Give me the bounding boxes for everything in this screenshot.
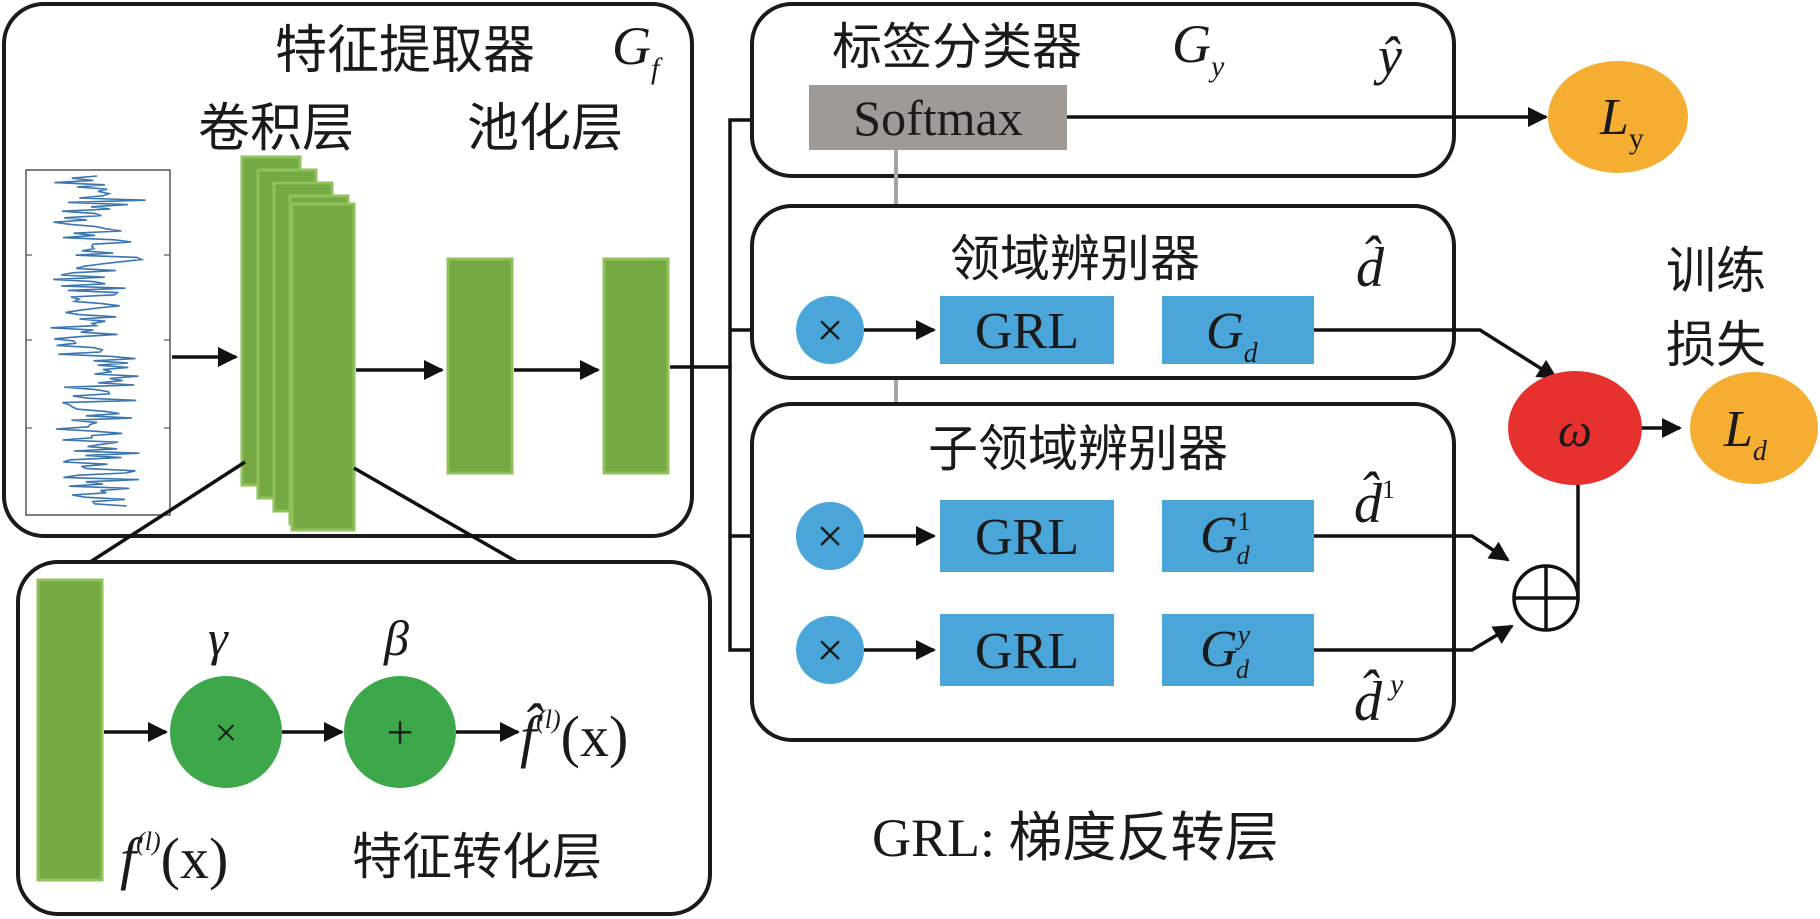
softmax-label: Softmax bbox=[853, 90, 1022, 146]
feature-map-block bbox=[36, 578, 104, 882]
gdy-block bbox=[1162, 614, 1314, 686]
multiply-symbol: × bbox=[816, 624, 843, 677]
multiply-node-subdomain-1 bbox=[796, 502, 864, 570]
conv-layer-stack bbox=[240, 155, 356, 532]
input-feature-label: f(l)(x) bbox=[120, 826, 228, 891]
pool-block-2 bbox=[602, 257, 670, 475]
feature-extractor-symbol: Gf bbox=[612, 16, 663, 85]
class-loss-label: Ly bbox=[1599, 89, 1644, 155]
shift-circle bbox=[344, 676, 456, 788]
grl-block-sub1 bbox=[940, 500, 1114, 572]
zoom-line-right bbox=[353, 466, 525, 568]
training-loss-title-line1: 训练 bbox=[1666, 242, 1766, 300]
softmax-block bbox=[809, 85, 1067, 150]
label-classifier-title: 标签分类器 bbox=[832, 18, 1082, 76]
gd-label: Gd bbox=[1206, 303, 1259, 369]
domain-loss-label: Ld bbox=[1723, 401, 1768, 467]
feature-transform-title: 特征转化层 bbox=[352, 828, 602, 886]
input-signal-plot bbox=[25, 169, 171, 516]
training-loss-title-line2: 损失 bbox=[1666, 316, 1766, 374]
multiply-symbol: × bbox=[816, 510, 843, 563]
grl-label: GRL bbox=[975, 623, 1079, 680]
grl-legend: GRL: 梯度反转层 bbox=[872, 808, 1279, 868]
multiply-node-subdomain-y bbox=[796, 616, 864, 684]
vibration-signal-line bbox=[50, 175, 146, 507]
pool-layer-label: 池化层 bbox=[467, 99, 623, 159]
omega-weighting-node bbox=[1508, 371, 1642, 485]
conv-feature-map bbox=[290, 202, 356, 532]
domain-loss-node bbox=[1690, 372, 1818, 484]
zoom-line-left bbox=[83, 460, 246, 568]
subdomain-discriminator-title: 子领域辨别器 bbox=[928, 420, 1228, 478]
times-symbol: × bbox=[215, 710, 238, 755]
loss-merge-lines bbox=[1314, 328, 1682, 652]
scale-circle bbox=[170, 676, 282, 788]
class-loss-node bbox=[1548, 61, 1688, 173]
beta-label: β bbox=[383, 610, 409, 666]
class-prediction-label: ŷ bbox=[1373, 26, 1402, 86]
conv-layer-label: 卷积层 bbox=[198, 99, 354, 159]
multiply-symbol: × bbox=[816, 304, 843, 357]
grl-label: GRL bbox=[975, 509, 1079, 566]
pool-block-1 bbox=[446, 257, 514, 475]
domain-discriminator-title: 领域辨别器 bbox=[950, 230, 1200, 288]
omega-label: ω bbox=[1558, 404, 1592, 457]
plus-symbol: + bbox=[386, 706, 413, 759]
subdomain-prediction-y-label: d̂y bbox=[1354, 668, 1404, 733]
label-classifier-symbol: Gy bbox=[1172, 14, 1225, 83]
grl-block-domain bbox=[940, 296, 1114, 364]
multiply-node-domain bbox=[796, 296, 864, 364]
subdomain-prediction-1-label: d̂1 bbox=[1354, 471, 1395, 535]
grl-label: GRL bbox=[975, 303, 1079, 360]
feature-extractor-title: 特征提取器 bbox=[275, 21, 535, 81]
gd1-block bbox=[1162, 500, 1314, 572]
gamma-label: γ bbox=[208, 610, 229, 666]
domain-prediction-label: d̂ bbox=[1356, 235, 1385, 299]
grl-block-suby bbox=[940, 614, 1114, 686]
gd-block-domain bbox=[1162, 296, 1314, 364]
